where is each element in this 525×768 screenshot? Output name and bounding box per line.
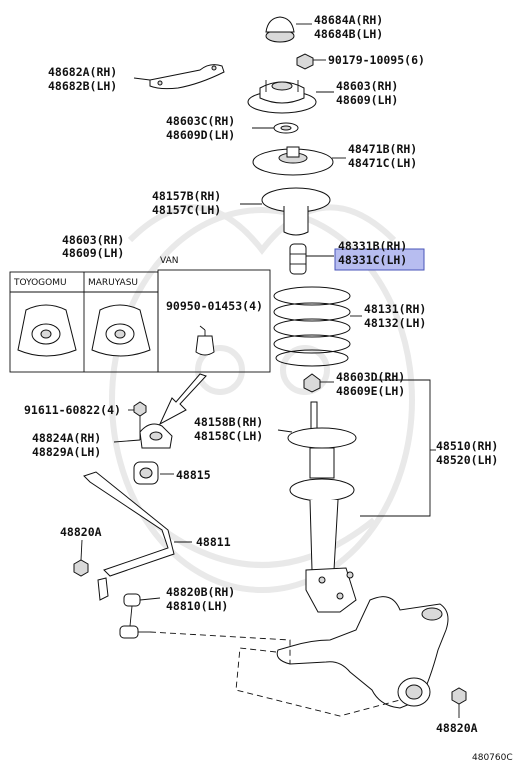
label-48157b[interactable]: 48157B(RH) [152, 189, 221, 203]
label-90179[interactable]: 90179-10095(6) [328, 53, 425, 67]
label-48471b[interactable]: 48471B(RH) [348, 142, 417, 156]
label-48131[interactable]: 48131(RH) [364, 302, 426, 316]
nut-part-48820a-top[interactable] [73, 559, 89, 577]
label-48684b[interactable]: 48684B(LH) [314, 27, 383, 41]
label-48820a-top[interactable]: 48820A [60, 525, 102, 539]
label-48331b[interactable]: 48331B(RH) [338, 239, 407, 253]
dashed-connection-lines [149, 631, 401, 717]
label-48820a-bottom[interactable]: 48820A [436, 721, 478, 735]
dust-cap-part[interactable] [265, 16, 295, 43]
label-48603c[interactable]: 48603C(RH) [166, 114, 235, 128]
label-48471c[interactable]: 48471C(LH) [348, 156, 417, 170]
label-48829a[interactable]: 48829A(LH) [32, 445, 101, 459]
label-48603d[interactable]: 48603D(RH) [336, 370, 405, 384]
bolt-part-91611[interactable] [133, 401, 147, 440]
mount-variants-box [9, 271, 159, 373]
label-48810[interactable]: 48810(LH) [166, 599, 228, 613]
label-48520[interactable]: 48520(LH) [436, 453, 498, 467]
nut-part-48820a-bottom[interactable] [451, 687, 467, 705]
spring-seat-part[interactable] [252, 146, 334, 176]
toyogomu-heading: TOYOGOMU [13, 278, 67, 288]
toyogomu-mount-illustration [17, 304, 77, 357]
stabilizer-bar-part[interactable] [83, 471, 175, 577]
maruyasu-heading: MARUYASU [88, 278, 138, 288]
label-48609d[interactable]: 48609D(LH) [166, 128, 235, 142]
coil-spring-part[interactable] [273, 286, 351, 367]
figure-code: 480760C [472, 753, 513, 763]
van-box [157, 269, 271, 373]
label-48158b[interactable]: 48158B(RH) [194, 415, 263, 429]
van-heading: VAN [160, 256, 178, 266]
nut-part-48603d[interactable] [303, 373, 321, 393]
watermark-emblem [109, 204, 415, 593]
label-48132[interactable]: 48132(LH) [364, 316, 426, 330]
label-48157c[interactable]: 48157C(LH) [152, 203, 221, 217]
steering-knuckle-part[interactable] [276, 596, 449, 709]
direction-arrow [158, 373, 207, 426]
nut-part-90179[interactable] [296, 53, 314, 70]
bushing-bracket-part[interactable] [139, 423, 173, 449]
part-labels: 48684A(RH) 48684B(LH) 90179-10095(6) 486… [13, 13, 513, 763]
stabilizer-link-part[interactable] [97, 577, 150, 639]
label-48158c[interactable]: 48158C(LH) [194, 429, 263, 443]
label-48820b[interactable]: 48820B(RH) [166, 585, 235, 599]
selected-part-highlight [334, 248, 425, 271]
label-48609-box[interactable]: 48609(LH) [62, 246, 124, 260]
washer-part-48603c[interactable] [273, 122, 299, 134]
label-48609e[interactable]: 48609E(LH) [336, 384, 405, 398]
shock-absorber-part[interactable] [287, 401, 357, 613]
spring-insulator-part[interactable] [261, 187, 331, 236]
label-90950[interactable]: 90950-01453(4) [166, 299, 263, 313]
leader-lines [80, 23, 460, 718]
stabilizer-bushing-part[interactable] [133, 461, 159, 485]
label-48684a[interactable]: 48684A(RH) [314, 13, 383, 27]
maruyasu-mount-illustration [91, 304, 151, 357]
label-48824a[interactable]: 48824A(RH) [32, 431, 101, 445]
label-91611[interactable]: 91611-60822(4) [24, 403, 121, 417]
label-48603-box[interactable]: 48603(RH) [62, 233, 124, 247]
label-48811[interactable]: 48811 [196, 535, 231, 549]
label-48331c[interactable]: 48331C(LH) [338, 253, 407, 267]
label-48603[interactable]: 48603(RH) [336, 79, 398, 93]
label-48609[interactable]: 48609(LH) [336, 93, 398, 107]
bump-stopper-part[interactable] [289, 243, 307, 275]
label-48815[interactable]: 48815 [176, 468, 211, 482]
label-48682b[interactable]: 48682B(LH) [48, 79, 117, 93]
label-48510[interactable]: 48510(RH) [436, 439, 498, 453]
strut-mount-part[interactable] [247, 80, 317, 114]
support-plate-part[interactable] [149, 64, 225, 90]
bumper-part-90950[interactable] [195, 330, 215, 356]
label-48682a[interactable]: 48682A(RH) [48, 65, 117, 79]
